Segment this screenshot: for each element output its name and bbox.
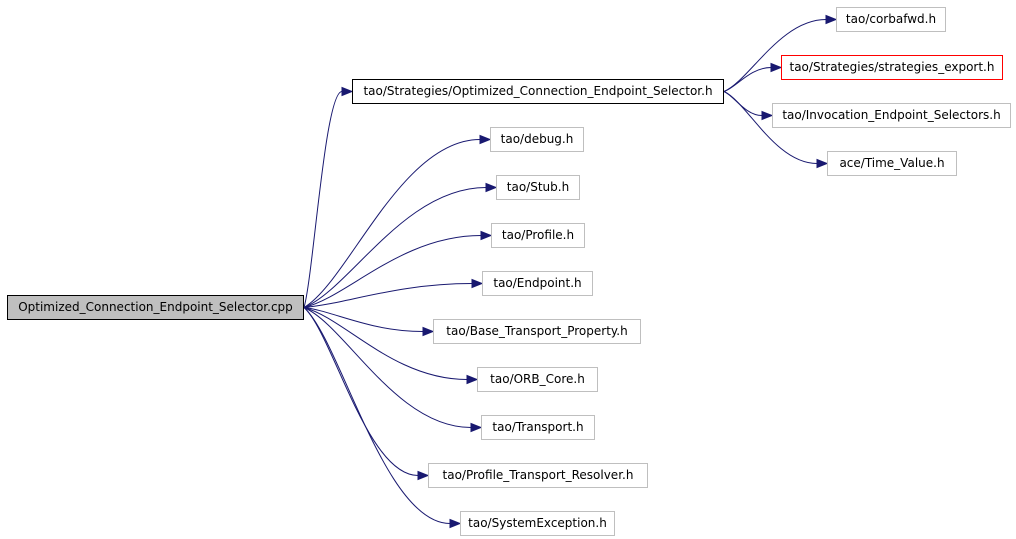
node-stub-header[interactable]: tao/Stub.h [496,175,580,200]
node-system-exception-header[interactable]: tao/SystemException.h [460,511,615,536]
edge-arrowhead [466,374,479,385]
edge-arrowhead [422,326,435,337]
edge-arrowhead [417,470,430,481]
edge-arrowhead [761,110,774,121]
edge-root-to-base_transport_property [303,307,424,332]
edge-arrowhead [341,86,354,97]
edge-root-to-transport [303,307,472,428]
node-orb-core-header[interactable]: tao/ORB_Core.h [477,367,598,392]
edge-arrowhead [470,422,483,433]
node-strategies-selector-header[interactable]: tao/Strategies/Optimized_Connection_Endp… [352,79,724,104]
edge-root-to-orb_core [303,307,468,380]
node-transport-header[interactable]: tao/Transport.h [481,415,595,440]
edge-root-to-endpoint [303,283,473,308]
edge-arrowhead [485,182,498,193]
edge-root-to-stub [303,187,487,308]
node-profile-header[interactable]: tao/Profile.h [491,223,585,248]
edge-arrowhead [770,62,783,73]
edge-arrowhead [479,134,492,145]
edge-root-to-profile_transport_resolver [303,307,419,476]
edge-root-to-profile [303,235,482,308]
edge-arrowhead [449,518,462,529]
node-root-cpp[interactable]: Optimized_Connection_Endpoint_Selector.c… [7,295,304,320]
node-endpoint-header[interactable]: tao/Endpoint.h [482,271,593,296]
edge-root-to-strategies_selector [303,91,343,308]
edge-arrowhead [480,230,493,241]
node-profile-transport-resolver-header[interactable]: tao/Profile_Transport_Resolver.h [428,463,648,488]
node-debug-header[interactable]: tao/debug.h [490,127,584,152]
node-corbafwd-header[interactable]: tao/corbafwd.h [836,7,946,32]
edge-root-to-debug [303,139,481,308]
edge-strategies_selector-to-strategies_export [723,67,772,92]
edge-arrowhead [816,158,829,169]
edge-arrowhead [471,278,484,289]
edge-arrowhead [825,14,838,25]
node-base-transport-property-header[interactable]: tao/Base_Transport_Property.h [433,319,641,344]
node-invocation-selectors-header[interactable]: tao/Invocation_Endpoint_Selectors.h [772,103,1011,128]
edge-root-to-system_exception [303,307,451,524]
node-strategies-export-header[interactable]: tao/Strategies/strategies_export.h [781,55,1003,80]
edge-strategies_selector-to-time_value [723,91,818,164]
node-time-value-header[interactable]: ace/Time_Value.h [827,151,957,176]
